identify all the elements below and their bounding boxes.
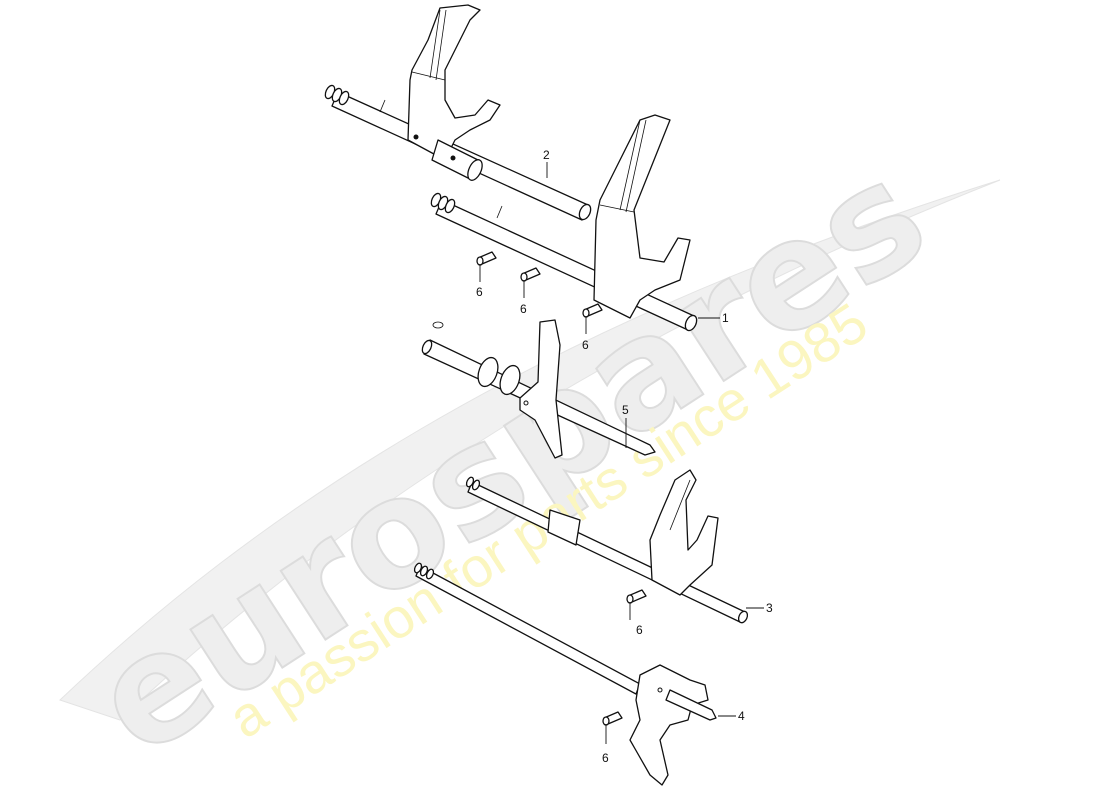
callout-6: 6 xyxy=(520,302,527,316)
part-4-shift-rod[interactable] xyxy=(413,562,717,786)
part-5-selector-shaft[interactable] xyxy=(420,319,656,459)
roll-pin[interactable] xyxy=(602,711,623,726)
callout-5: 5 xyxy=(622,403,629,417)
part-2-shift-rod[interactable] xyxy=(323,4,592,221)
roll-pin[interactable] xyxy=(520,267,541,282)
watermark-brand: eurospares xyxy=(65,128,955,790)
part-1-shift-rod[interactable] xyxy=(429,114,698,332)
watermark-swoosh xyxy=(59,179,1001,721)
callout-6: 6 xyxy=(476,285,483,299)
roll-pin[interactable] xyxy=(476,251,497,266)
callout-3: 3 xyxy=(766,601,773,615)
part-3-shift-rod[interactable] xyxy=(465,469,749,624)
callout-4: 4 xyxy=(738,709,745,723)
callout-6: 6 xyxy=(582,338,589,352)
callouts: 2 1 5 3 4 6 6 6 6 6 xyxy=(476,148,773,765)
callout-1: 1 xyxy=(722,311,729,325)
callout-6: 6 xyxy=(636,623,643,637)
roll-pins xyxy=(476,251,647,726)
roll-pin[interactable] xyxy=(626,589,647,604)
callout-2: 2 xyxy=(543,148,550,162)
callout-6: 6 xyxy=(602,751,609,765)
watermark: eurospares a passion for parts since 198… xyxy=(59,127,1001,791)
